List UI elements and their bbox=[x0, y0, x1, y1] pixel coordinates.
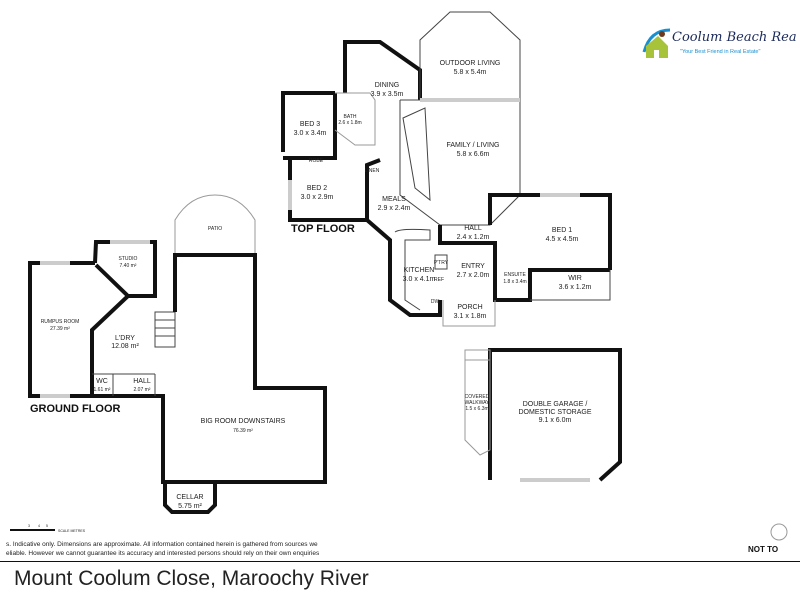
room-name-walkway-line2: WALKWAY bbox=[465, 400, 490, 406]
room-size-big-room: 76.39 m² bbox=[233, 428, 253, 434]
not-to-scale-label: NOT TO bbox=[748, 545, 779, 554]
room-size-dining: 3.9 x 3.5m bbox=[371, 91, 404, 98]
room-size-bed-1: 4.5 x 4.5m bbox=[546, 236, 579, 243]
room-size-bed-3: 3.0 x 3.4m bbox=[294, 130, 327, 137]
room-name-bath: BATH bbox=[344, 114, 357, 120]
room-name-bed-2: BED 2 bbox=[307, 185, 327, 192]
room-size-studio: 7.40 m² bbox=[120, 263, 137, 269]
room-name-bed-1: BED 1 bbox=[552, 227, 572, 234]
room-size-laundry: 12.08 m² bbox=[111, 343, 139, 350]
room-size-wir: 3.6 x 1.2m bbox=[559, 284, 592, 291]
logo-text: Coolum Beach Rea bbox=[672, 30, 797, 45]
room-name-cellar: CELLAR bbox=[176, 494, 203, 501]
room-name-robe: ROBE bbox=[309, 158, 324, 164]
disclaimer-line-2: eliable. However we cannot guarantee its… bbox=[6, 550, 320, 557]
agency-logo: Coolum Beach Rea "Your Best Friend in Re… bbox=[640, 24, 800, 74]
room-size-hall: 2.4 x 1.2m bbox=[457, 234, 490, 241]
room-size-ensuite: 1.8 x 3.4m bbox=[503, 279, 526, 285]
room-size-cellar: 5.75 m² bbox=[178, 503, 202, 510]
room-size-porch: 3.1 x 1.8m bbox=[454, 313, 487, 320]
garage-labels: DOUBLE GARAGE / DOMESTIC STORAGE 9.1 x 6… bbox=[465, 394, 592, 424]
room-size-kitchen: 3.0 x 4.1m bbox=[403, 276, 436, 283]
top-floor-walls bbox=[281, 11, 612, 327]
ground-floor-label: GROUND FLOOR bbox=[30, 403, 120, 415]
pantry-label: P'TRY bbox=[434, 260, 449, 266]
scale-bar: 3 4 5 SCALE METRES bbox=[10, 524, 86, 533]
room-size-bed-2: 3.0 x 2.9m bbox=[301, 194, 334, 201]
fridge-label: REF bbox=[434, 277, 444, 283]
room-name-ground-hall: HALL bbox=[133, 378, 151, 385]
room-size-entry: 2.7 x 2.0m bbox=[457, 272, 490, 279]
top-floor-label: TOP FLOOR bbox=[291, 223, 355, 235]
divider bbox=[0, 561, 800, 562]
room-name-laundry: L'DRY bbox=[115, 335, 135, 342]
room-size-garage: 9.1 x 6.0m bbox=[539, 417, 572, 424]
dishwasher-label: DW bbox=[431, 299, 440, 305]
ground-floor-labels: PATIO STUDIO 7.40 m² RUMPUS ROOM 27.39 m… bbox=[30, 226, 286, 510]
room-name-wir: WIR bbox=[568, 275, 582, 282]
room-name-garage-line1: DOUBLE GARAGE / bbox=[523, 401, 588, 408]
scale-tick: 3 bbox=[28, 524, 30, 528]
room-name-wc: WC bbox=[96, 378, 108, 385]
room-name-big-room: BIG ROOM DOWNSTAIRS bbox=[201, 418, 286, 425]
disclaimer: s. Indicative only. Dimensions are appro… bbox=[6, 540, 319, 558]
scale-label: SCALE METRES bbox=[58, 529, 86, 533]
scale-tick: 4 bbox=[38, 524, 40, 528]
room-name-bed-3: BED 3 bbox=[300, 121, 320, 128]
floor-plan-drawing: OUTDOOR LIVING 5.8 x 5.4m DINING 3.9 x 3… bbox=[28, 11, 622, 514]
room-size-walkway: 1.5 x 6.3m bbox=[465, 406, 488, 412]
ground-floor-walls bbox=[28, 194, 327, 514]
room-size-family-living: 5.8 x 6.6m bbox=[457, 151, 490, 158]
room-size-wc: 1.61 m² bbox=[94, 387, 111, 393]
room-name-linen: LINEN bbox=[365, 168, 380, 174]
property-address: Mount Coolum Close, Maroochy River bbox=[14, 567, 369, 590]
room-name-studio: STUDIO bbox=[119, 256, 138, 262]
logo-tagline: "Your Best Friend in Real Estate" bbox=[680, 49, 761, 55]
room-name-garage-line2: DOMESTIC STORAGE bbox=[519, 409, 592, 416]
disclaimer-line-1: s. Indicative only. Dimensions are appro… bbox=[6, 541, 318, 548]
room-name-hall: HALL bbox=[464, 225, 482, 232]
room-name-ensuite: ENSUITE bbox=[504, 272, 526, 278]
top-floor-labels: OUTDOOR LIVING 5.8 x 5.4m DINING 3.9 x 3… bbox=[291, 60, 592, 320]
room-name-entry: ENTRY bbox=[461, 263, 485, 270]
room-name-walkway-line1: COVERED bbox=[465, 394, 490, 400]
room-size-rumpus: 27.39 m² bbox=[50, 326, 70, 332]
room-name-dining: DINING bbox=[375, 82, 400, 89]
room-size-ground-hall: 2.07 m² bbox=[134, 387, 151, 393]
pantry-outline bbox=[434, 254, 448, 270]
scale-tick: 5 bbox=[46, 524, 48, 528]
room-name-kitchen: KITCHEN bbox=[404, 267, 435, 274]
room-size-bath: 2.6 x 1.8m bbox=[338, 120, 361, 126]
house-logo-icon bbox=[642, 28, 671, 58]
room-name-rumpus: RUMPUS ROOM bbox=[41, 319, 80, 325]
room-name-family-living: FAMILY / LIVING bbox=[446, 142, 499, 149]
room-name-porch: PORCH bbox=[457, 304, 482, 311]
garage-walls bbox=[464, 348, 622, 482]
compass-icon bbox=[770, 523, 788, 541]
room-name-outdoor-living: OUTDOOR LIVING bbox=[440, 60, 501, 67]
room-size-meals: 2.9 x 2.4m bbox=[378, 205, 411, 212]
room-size-outdoor-living: 5.8 x 5.4m bbox=[454, 69, 487, 76]
room-name-patio: PATIO bbox=[208, 226, 222, 232]
room-name-meals: MEALS bbox=[382, 196, 406, 203]
